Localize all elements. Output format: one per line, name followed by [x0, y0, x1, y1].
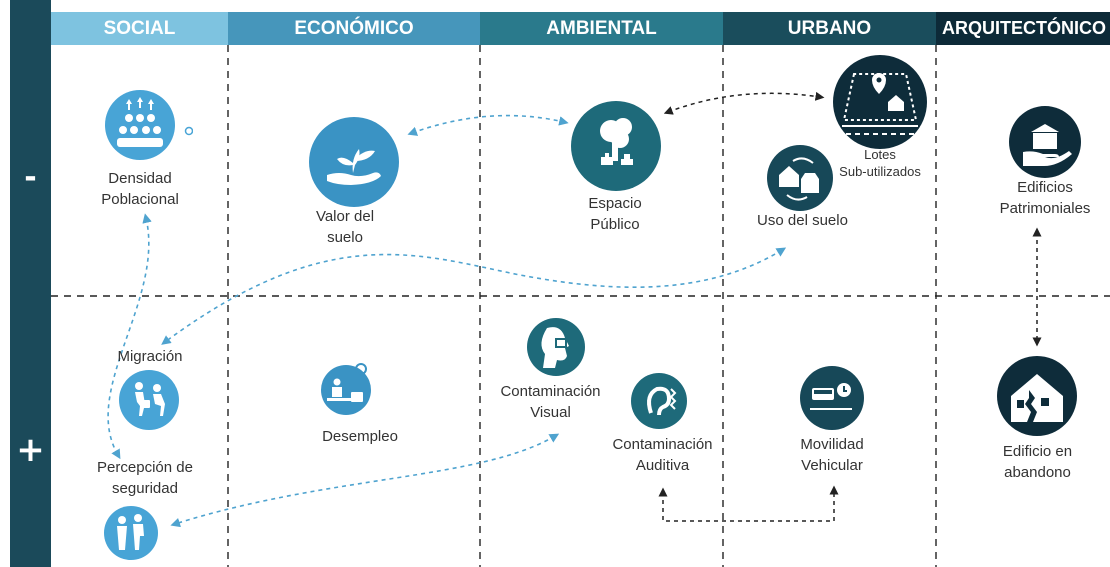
valor-label-1: Valor del: [315, 208, 375, 225]
abandono-label-1: Edificio en: [1002, 443, 1073, 460]
arrow-densidad-percepcion: [107, 213, 152, 460]
lotes-label-1: Lotes: [864, 147, 896, 162]
movilidad-label-1: Movilidad: [800, 436, 864, 453]
abandono-label-2: abandono: [1004, 464, 1071, 481]
header-arquitectonico: ARQUITECTÓNICO: [936, 12, 1110, 45]
plant-in-hand-icon: [309, 117, 399, 207]
minus-sign: -: [24, 160, 37, 195]
abandoned-building-icon: [997, 356, 1077, 436]
migracion-label: Migración: [117, 348, 183, 365]
visual-label-1: Contaminación: [500, 383, 601, 400]
desempleo-label: Desempleo: [322, 428, 398, 445]
header-social: SOCIAL: [51, 12, 228, 45]
tree-stump-icon: [571, 101, 661, 191]
espacio-label-1: Espacio: [588, 195, 642, 212]
row-sign-bar: [10, 0, 51, 567]
header-economico: ECONÓMICO: [228, 12, 480, 45]
arrow-espacio-lotes: [663, 91, 825, 115]
migrants-icon: [119, 370, 179, 430]
lotes-label-2: Sub-utilizados: [839, 164, 921, 179]
densidad-label-1: Densidad: [108, 170, 172, 187]
population-density-icon: [105, 90, 193, 160]
auditiva-label-2: Auditiva: [635, 457, 690, 474]
bus-clock-icon: [800, 366, 864, 430]
percepcion-label-1: Percepción de: [97, 459, 193, 476]
header-ambiental: AMBIENTAL: [480, 12, 723, 45]
auditiva-label-1: Contaminación: [612, 436, 713, 453]
land-use-icon: [767, 145, 833, 211]
unemployment-icon: [321, 363, 371, 415]
arrow-auditiva-movilidad: [658, 485, 839, 522]
valor-label-2: suelo: [327, 229, 363, 246]
percepcion-label-2: seguridad: [112, 480, 178, 497]
heritage-building-icon: [1009, 106, 1081, 178]
uso-label: Uso del suelo: [757, 212, 848, 229]
plus-sign: +: [16, 430, 45, 470]
header-urbano: URBANO: [723, 12, 936, 45]
arrow-valor-espacio: [407, 114, 569, 136]
map-lots-icon: [833, 55, 927, 149]
patrimoniales-label-1: Edificios: [1017, 179, 1073, 196]
arrow-visual-percepcion: [170, 433, 560, 528]
espacio-label-2: Público: [590, 216, 640, 233]
security-icon: [104, 506, 158, 560]
patrimoniales-label-2: Patrimoniales: [999, 200, 1091, 217]
visual-pollution-icon: [527, 318, 585, 376]
densidad-label-2: Poblacional: [101, 191, 179, 208]
movilidad-label-2: Vehicular: [801, 457, 863, 474]
noise-ear-icon: [631, 373, 687, 429]
arrow-uso-migracion: [161, 247, 787, 345]
visual-label-2: Visual: [530, 404, 571, 421]
